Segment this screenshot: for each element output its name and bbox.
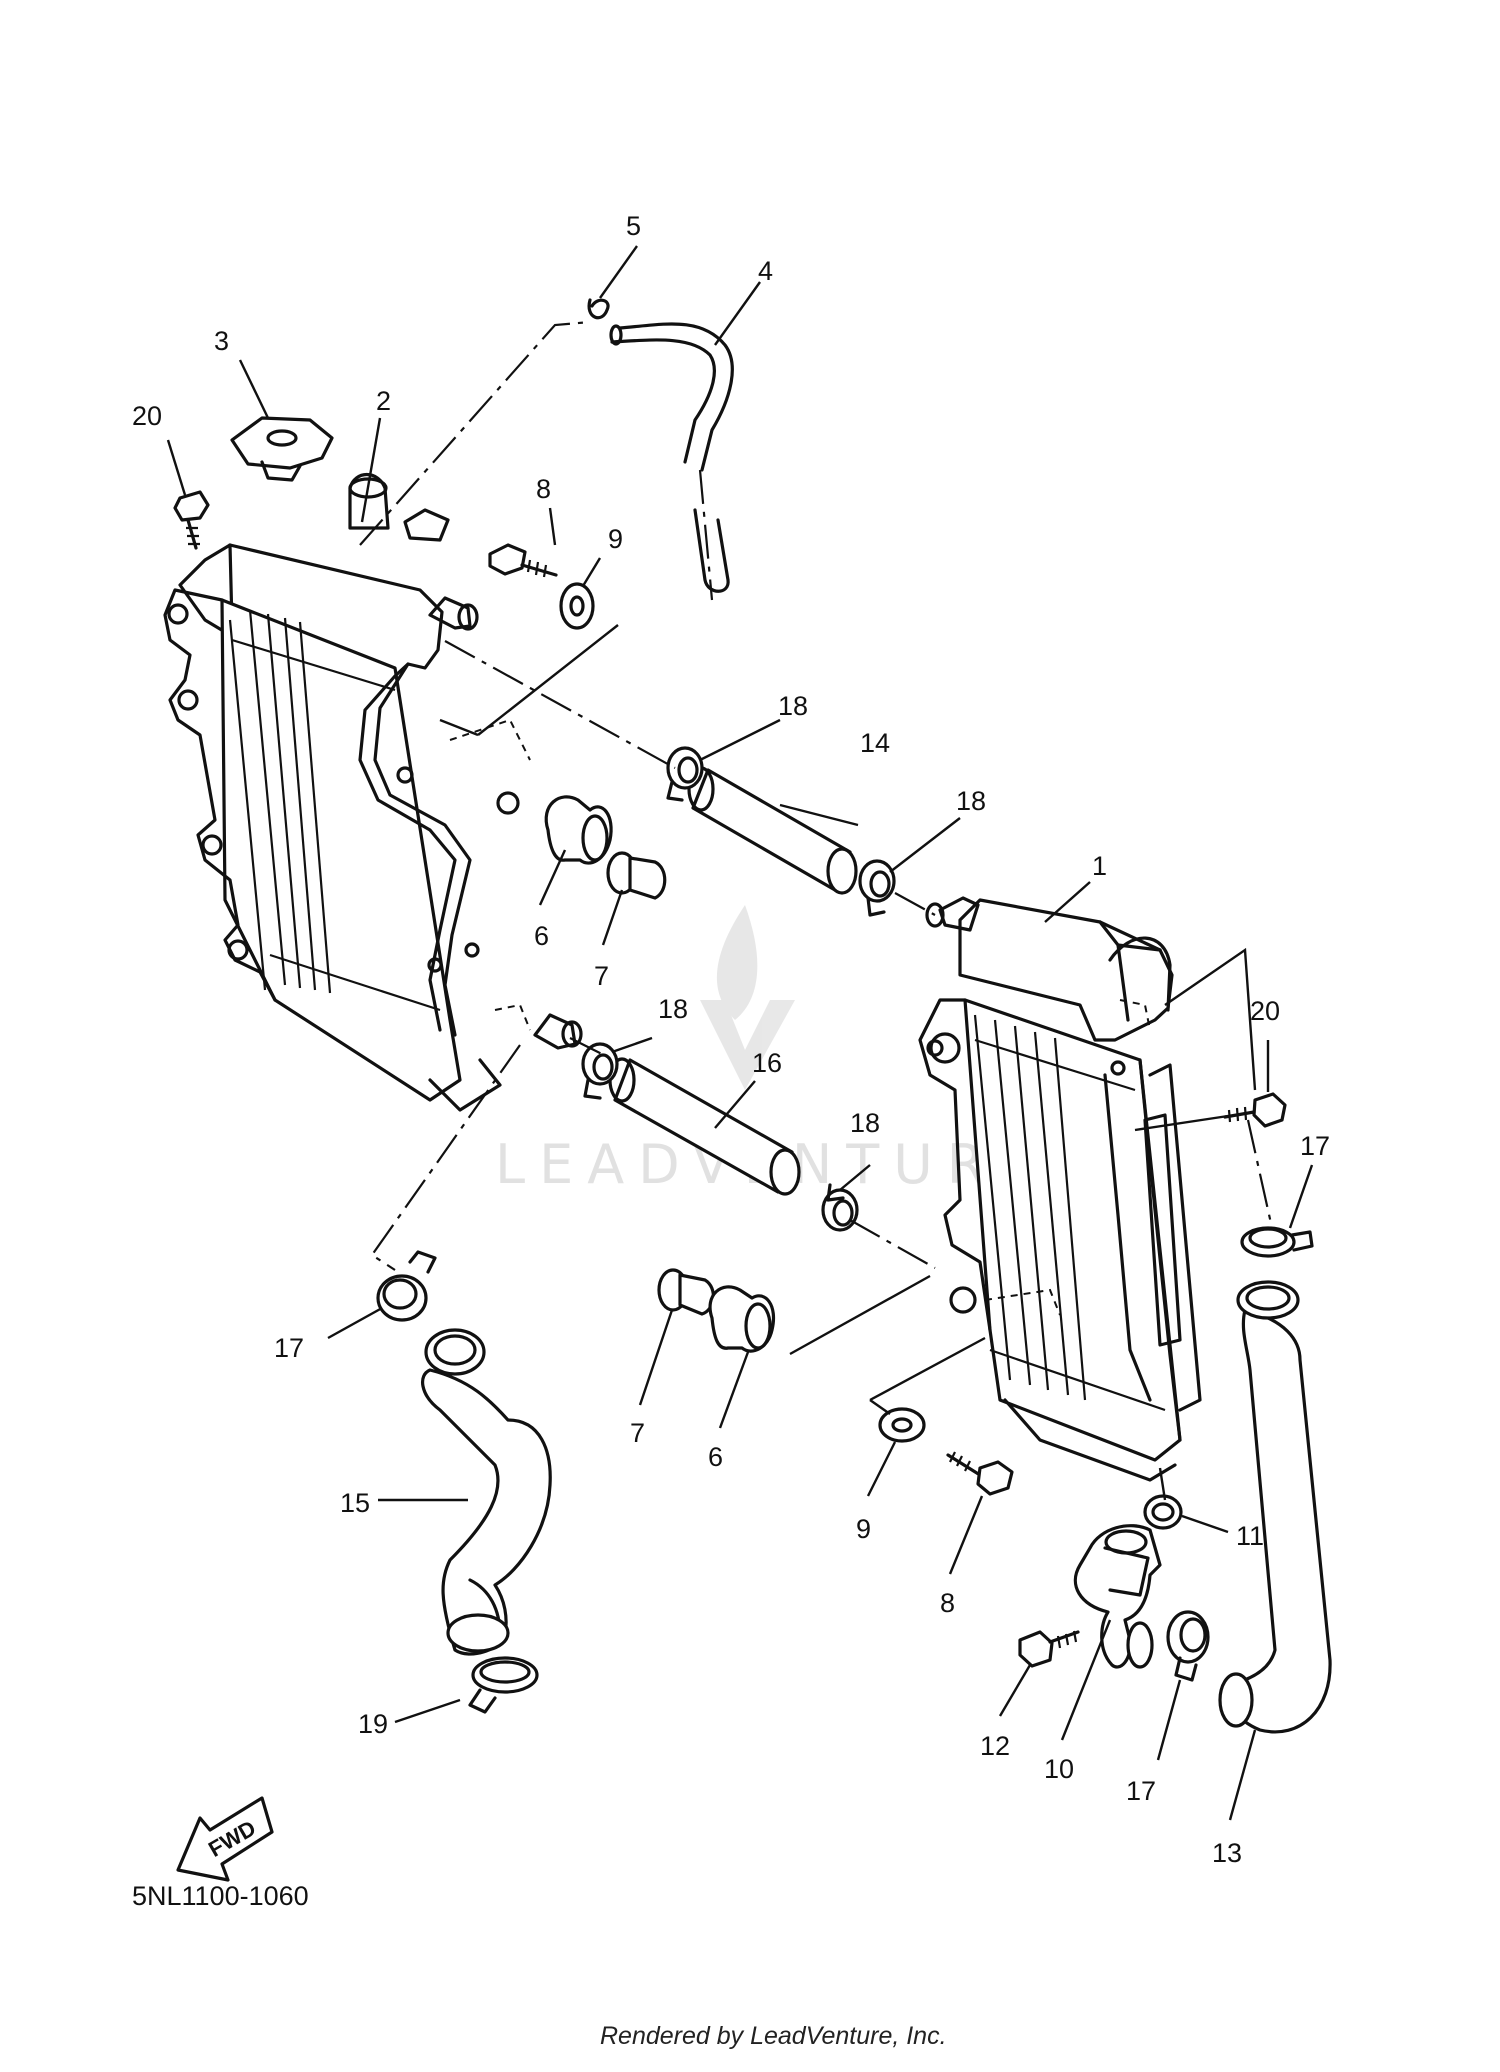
bolt-12 <box>1018 1630 1080 1668</box>
callout-3: 3 <box>214 326 229 356</box>
drawing-code: 5NL1100-1060 <box>132 1881 309 1911</box>
hose-clamp-18-d <box>821 1183 859 1232</box>
assembly-lines <box>359 320 1274 1501</box>
radiator-hose-15 <box>421 1328 552 1656</box>
watermark-logo-icon <box>700 905 795 1090</box>
callout-8-lower: 8 <box>940 1588 955 1618</box>
pipe-14 <box>687 766 858 895</box>
bolt-20-right <box>1223 1092 1287 1128</box>
callout-2: 2 <box>376 386 391 416</box>
callout-16: 16 <box>752 1048 782 1078</box>
hose-clamp-17-right <box>1240 1226 1314 1258</box>
callout-18-a: 18 <box>778 691 808 721</box>
callouts: 1 2 3 4 5 6 6 7 7 8 8 9 9 10 11 12 13 14… <box>132 211 1330 1868</box>
pipe-16 <box>608 1057 801 1196</box>
callout-17-left: 17 <box>274 1333 304 1363</box>
callout-9-lower: 9 <box>856 1514 871 1544</box>
callout-11: 11 <box>1236 1521 1264 1551</box>
callout-7-upper: 7 <box>594 961 609 991</box>
hose-clamp-18-a <box>666 746 704 802</box>
callout-20-right: 20 <box>1250 996 1280 1026</box>
callout-6-upper: 6 <box>534 921 549 951</box>
callout-14: 14 <box>860 728 890 758</box>
hose-clamp-17-left <box>376 1250 437 1322</box>
callout-15: 15 <box>340 1488 370 1518</box>
callout-13: 13 <box>1212 1838 1242 1868</box>
callout-6-lower: 6 <box>708 1442 723 1472</box>
fwd-direction-badge: FWD <box>176 1796 274 1882</box>
hose-clamp-18-b <box>858 859 896 917</box>
bolt-8-upper <box>488 543 558 578</box>
callout-20-left: 20 <box>132 401 162 431</box>
callout-18-b: 18 <box>956 786 986 816</box>
callout-1: 1 <box>1092 851 1107 881</box>
hose-clamp-19 <box>468 1656 539 1714</box>
bolt-8-lower <box>946 1451 1014 1496</box>
callout-9-upper: 9 <box>608 524 623 554</box>
radiator-hose-13 <box>1218 1280 1332 1734</box>
right-radiator <box>918 896 1202 1482</box>
grommet-6-lower <box>708 1285 775 1353</box>
hose-clamp-18-c <box>581 1042 619 1100</box>
render-credit: Rendered by LeadVenture, Inc. <box>600 2022 947 2050</box>
leader-lines <box>166 245 1314 1821</box>
callout-5: 5 <box>626 211 641 241</box>
hose-clip-5 <box>587 298 610 320</box>
callout-18-c: 18 <box>658 994 688 1024</box>
collar-7-upper <box>606 851 667 900</box>
callout-17-lower: 17 <box>1126 1776 1156 1806</box>
o-ring-11 <box>1143 1494 1183 1530</box>
radiator-cap <box>230 416 334 482</box>
hose-clamp-17-lower <box>1166 1610 1210 1682</box>
outlet-pipe-10 <box>1073 1524 1162 1669</box>
callout-10: 10 <box>1044 1754 1074 1784</box>
callout-12: 12 <box>980 1731 1010 1761</box>
callout-18-d: 18 <box>850 1108 880 1138</box>
callout-4: 4 <box>758 256 773 286</box>
callout-19: 19 <box>358 1709 388 1739</box>
breather-hose <box>609 322 734 601</box>
callout-17-right: 17 <box>1300 1131 1330 1161</box>
callout-8-upper: 8 <box>536 474 551 504</box>
left-radiator <box>163 472 583 1112</box>
callout-7-lower: 7 <box>630 1418 645 1448</box>
washer-9-upper <box>559 582 595 630</box>
grommet-6-upper <box>544 795 613 865</box>
washer-9-lower <box>878 1407 926 1443</box>
collar-7-lower <box>657 1268 715 1316</box>
bolt-20-left <box>173 490 210 550</box>
